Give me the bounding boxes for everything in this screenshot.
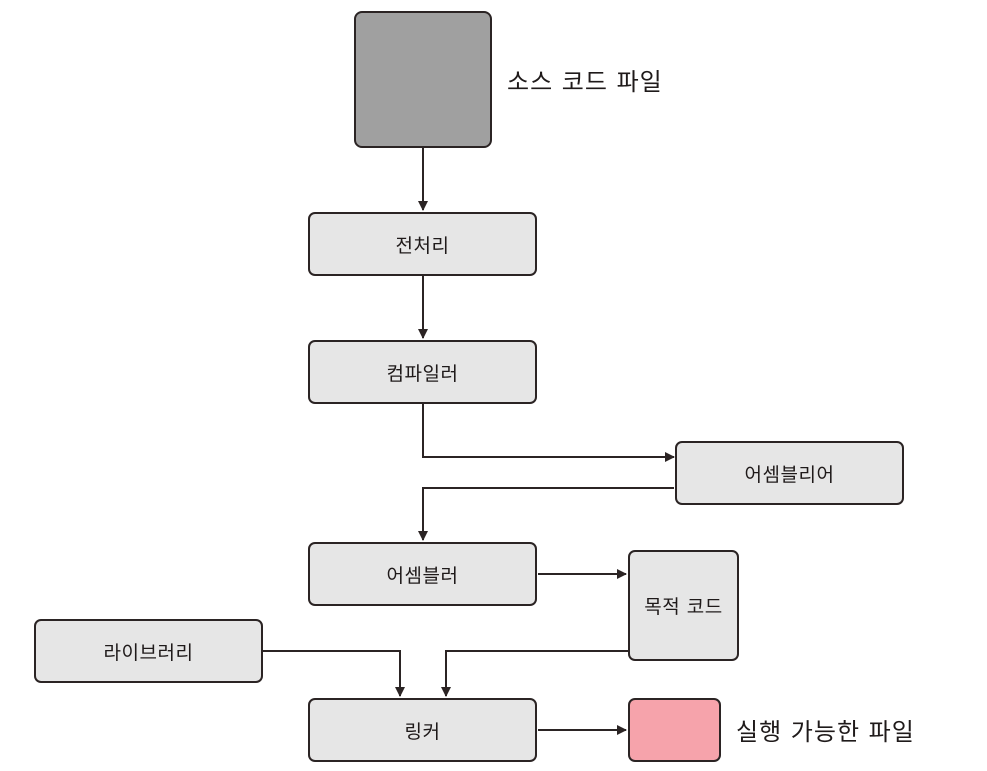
executable-file-caption: 실행 가능한 파일 (736, 718, 915, 746)
arrow-assembly-to-assembler (418, 487, 674, 541)
executable-file-node (628, 698, 721, 762)
assembler-node: 어셈블러 (308, 542, 537, 606)
library-node: 라이브러리 (34, 619, 263, 683)
assembly-language-node: 어셈블리어 (675, 441, 904, 505)
preprocess-node: 전처리 (308, 212, 537, 276)
compiler-node: 컴파일러 (308, 340, 537, 404)
source-code-caption: 소스 코드 파일 (507, 68, 663, 96)
object-code-node: 목적 코드 (628, 550, 739, 661)
linker-node: 링커 (308, 698, 537, 762)
arrow-compiler-to-assembly (422, 404, 675, 462)
arrow-object-to-linker (441, 650, 628, 697)
arrow-library-to-linker (262, 650, 405, 697)
source-code-node (354, 11, 492, 148)
